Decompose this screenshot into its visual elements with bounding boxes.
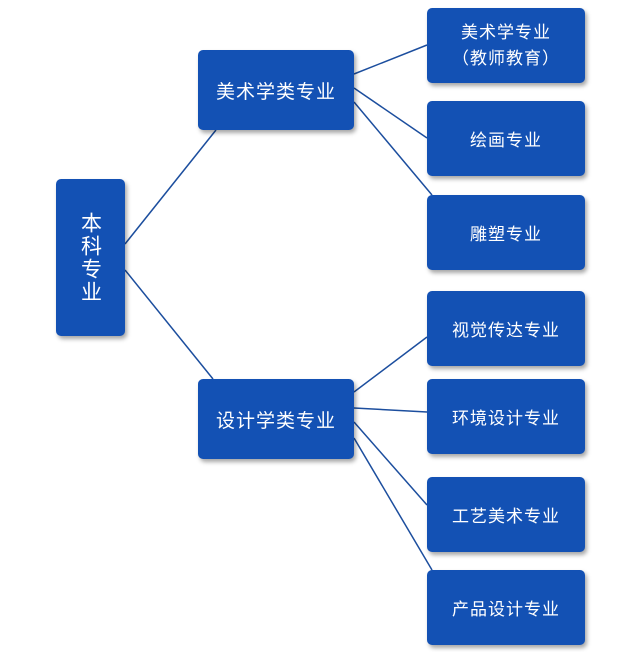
category-node-fine-arts: 美术学类专业	[198, 50, 354, 130]
connector-fine-arts-to-painting	[353, 87, 428, 139]
root-node-undergraduate-majors: 本科专业	[56, 179, 125, 336]
major-label: 环境设计专业	[452, 409, 560, 429]
major-label: 雕塑专业	[470, 225, 542, 245]
connector-design-to-environment	[353, 407, 428, 413]
major-node-painting: 绘画专业	[427, 101, 585, 176]
connector-root-to-design	[124, 269, 214, 380]
connector-design-to-visual	[353, 336, 428, 393]
major-label: 美术学专业	[461, 22, 551, 43]
major-sublabel: （教师教育）	[452, 48, 560, 69]
major-node-sculpture: 雕塑专业	[427, 195, 585, 270]
major-node-fine-arts: 美术学专业 （教师教育）	[427, 8, 585, 83]
category-label: 美术学类专业	[215, 80, 336, 103]
category-label: 设计学类专业	[215, 409, 336, 432]
major-label: 产品设计专业	[452, 600, 560, 620]
major-node-environmental-design: 环境设计专业	[427, 379, 585, 454]
connector-fine-arts-to-sculpture	[353, 101, 433, 196]
connector-fine-arts-to-fine-arts-major	[353, 44, 428, 75]
connector-design-to-product	[353, 437, 433, 571]
category-node-design: 设计学类专业	[198, 379, 354, 459]
connector-root-to-fine-arts	[124, 129, 217, 245]
major-label: 工艺美术专业	[452, 507, 560, 527]
major-node-product-design: 产品设计专业	[427, 570, 585, 645]
root-label: 本科专业	[78, 211, 103, 304]
major-node-visual-communication: 视觉传达专业	[427, 291, 585, 366]
major-node-arts-and-crafts: 工艺美术专业	[427, 477, 585, 552]
connector-design-to-crafts	[353, 421, 428, 506]
major-label: 视觉传达专业	[452, 321, 560, 341]
major-label: 绘画专业	[470, 131, 542, 151]
